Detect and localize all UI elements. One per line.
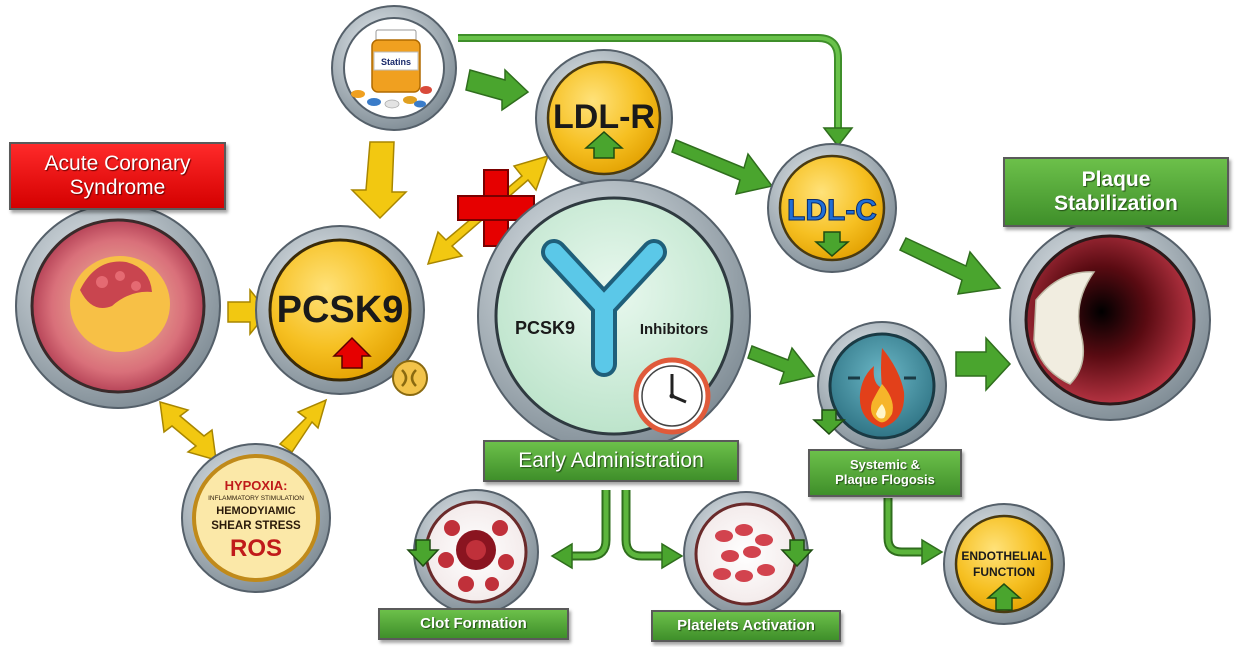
statins-node: Statins xyxy=(331,5,457,131)
platelets-activation-node xyxy=(683,491,814,617)
stabilized-vessel-node xyxy=(1009,219,1211,421)
ldlr-label: LDL-R xyxy=(553,98,655,136)
pcsk9-inhibitor-node: PCSK9 Inhibitors xyxy=(477,179,751,453)
plaque-stabilization-line2: Stabilization xyxy=(1054,192,1178,215)
arrow-statins-to-pcsk9 xyxy=(350,141,408,220)
down-arrow-icon xyxy=(812,409,846,436)
trigger-hemodynamic: HEMODYIAMIC xyxy=(216,505,296,517)
clot-formation-label: Clot Formation xyxy=(378,608,569,640)
flogosis-node xyxy=(812,321,947,451)
arrow-triggers-to-pcsk9 xyxy=(278,398,328,454)
up-arrow-icon xyxy=(584,130,624,159)
plaque-stabilization-line1: Plaque xyxy=(1081,167,1151,191)
pcsk9-node: PCSK9 xyxy=(255,225,428,396)
arrow-inhibitor-to-flogosis xyxy=(747,345,816,386)
blood-cells-icon xyxy=(438,520,514,592)
acute-coronary-vessel-node xyxy=(15,203,221,409)
arrow-ldlr-to-ldlc xyxy=(671,139,774,196)
chromosome-icon xyxy=(392,360,428,396)
connectors xyxy=(159,34,1012,570)
trigger-shear-stress: SHEAR STRESS xyxy=(211,520,301,532)
inhibitor-label-right: Inhibitors xyxy=(640,321,708,338)
early-administration-label: Early Administration xyxy=(483,440,739,482)
down-arrow-icon xyxy=(814,231,850,257)
down-arrow-icon xyxy=(780,539,814,568)
pcsk9-label: PCSK9 xyxy=(277,289,404,331)
arrow-flogosis-to-plaque xyxy=(955,336,1012,392)
arrow-flogosis-to-endothelial xyxy=(883,498,944,566)
up-arrow-icon xyxy=(986,583,1022,611)
plaque-stabilization-label: Plaque Stabilization xyxy=(1003,157,1229,227)
trigger-inflammatory: INFLAMMATORY STIMULATION xyxy=(208,495,304,502)
endothelial-function-node: ENDOTHELIAL FUNCTION xyxy=(943,503,1065,625)
early-administration-text: Early Administration xyxy=(518,448,704,472)
flame-icon xyxy=(859,348,905,428)
inhibitor-label-left: PCSK9 xyxy=(515,318,575,338)
flogosis-line1: Systemic & xyxy=(849,457,921,473)
endothelial-line2: FUNCTION xyxy=(973,565,1035,579)
triggers-node: HYPOXIA: INFLAMMATORY STIMULATION HEMODY… xyxy=(181,443,331,593)
ldlc-label: LDL-C xyxy=(787,194,877,227)
platelets-activation-text: Platelets Activation xyxy=(677,617,815,635)
acute-coronary-syndrome-label: Acute Coronary Syndrome xyxy=(9,142,226,210)
flogosis-line2: Plaque Flogosis xyxy=(835,472,935,487)
antibody-icon xyxy=(541,239,667,377)
clot-formation-text: Clot Formation xyxy=(420,615,527,633)
systemic-flogosis-label: Systemic & Plaque Flogosis xyxy=(808,449,962,497)
down-arrow-icon xyxy=(406,539,440,568)
pills-icon xyxy=(351,86,432,109)
statins-label: Statins xyxy=(381,57,411,67)
up-arrow-icon xyxy=(332,336,372,369)
platelets-activation-label: Platelets Activation xyxy=(651,610,841,642)
clot-formation-node xyxy=(406,489,539,615)
trigger-ros: ROS xyxy=(230,535,282,562)
acute-coronary-line1: Acute Coronary xyxy=(44,151,191,175)
endothelial-line1: ENDOTHELIAL xyxy=(961,549,1046,563)
arrow-early-admin-split xyxy=(550,490,684,570)
block-cross-icon xyxy=(457,169,535,247)
arrow-ldlc-to-plaque xyxy=(898,237,1002,295)
arrow-statins-to-ldlr xyxy=(465,68,530,112)
ldlc-node: LDL-C xyxy=(767,143,897,273)
ldlr-node: LDL-R xyxy=(535,49,673,187)
platelets-icon xyxy=(713,524,775,582)
acute-coronary-line2: Syndrome xyxy=(69,176,166,199)
pill-bottle-icon xyxy=(371,29,421,93)
clock-icon xyxy=(633,357,711,435)
trigger-hypoxia: HYPOXIA: xyxy=(225,478,288,493)
arrow-acs-triggers-double xyxy=(159,400,217,462)
